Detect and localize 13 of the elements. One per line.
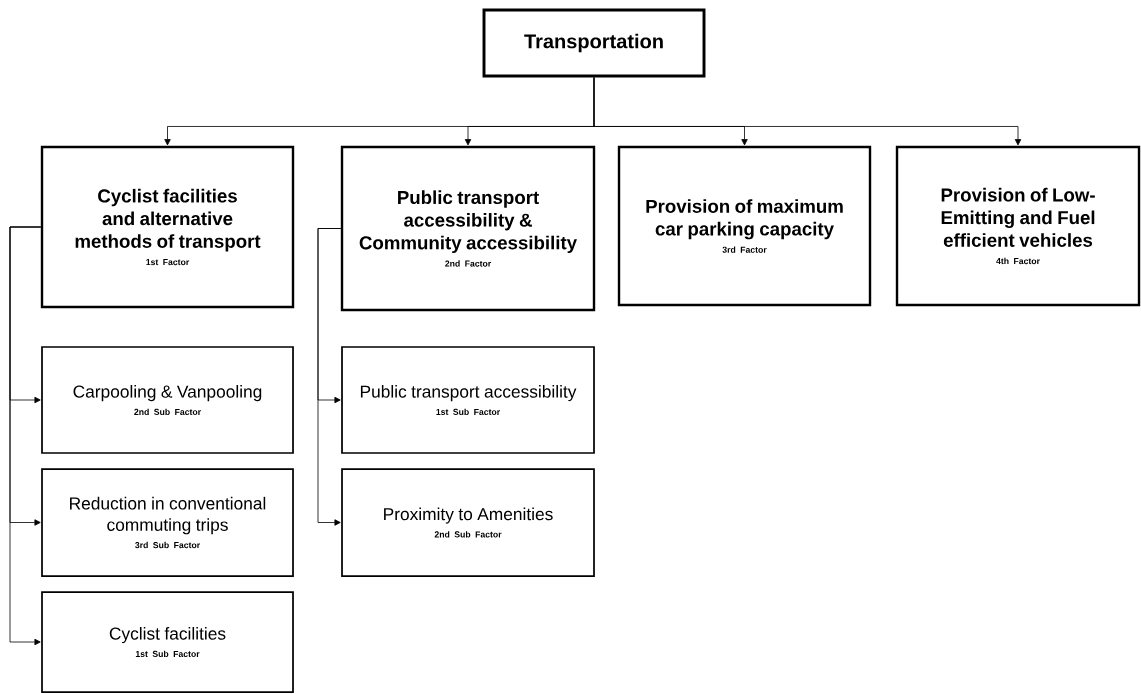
sub-factor-box: Proximity to Amenities 2nd Sub Factor bbox=[341, 468, 595, 577]
factor-box: Provision of Low-Emitting and Fuel efficient vehicles 4th Factor bbox=[895, 145, 1141, 307]
sub-factor-box: Reduction in conventional commuting trips 3rd Sub Factor bbox=[41, 468, 294, 577]
factor-box: Provision of maximum car parking capacity 3rd Factor bbox=[617, 145, 872, 307]
sub-factor-box: Carpooling & Vanpooling 2nd Sub Factor bbox=[41, 346, 294, 454]
sub-factor-box: Public transport accessibility 1st Sub Factor bbox=[341, 346, 595, 454]
connector-arrow bbox=[593, 77, 1022, 146]
connector-arrow bbox=[9, 226, 42, 646]
sub-factor-box: Cyclist facilities 1st Sub Factor bbox=[41, 591, 294, 693]
factor-box: Public transport accessibility & Community accessibility 2nd Factor bbox=[340, 145, 596, 312]
factor-box: Cyclist facilities and alternative methods of transport 1st Factor bbox=[40, 145, 295, 309]
connector-arrow bbox=[317, 228, 342, 526]
title-box: Transportation bbox=[482, 8, 706, 78]
